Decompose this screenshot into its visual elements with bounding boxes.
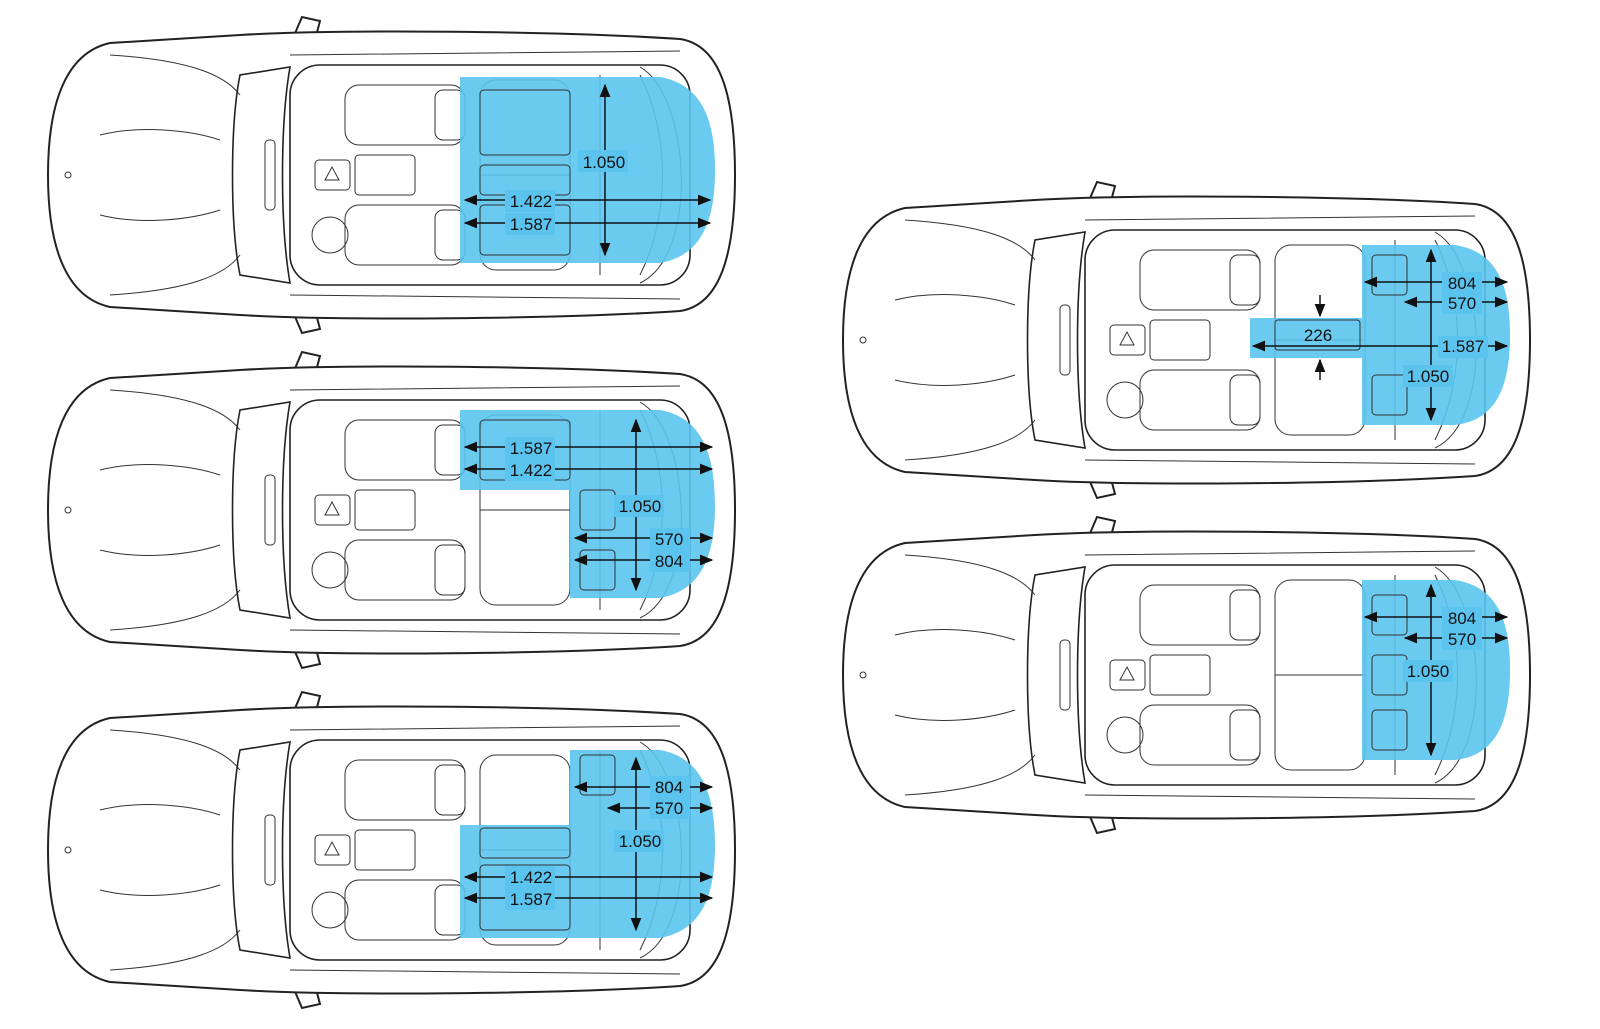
dimension-label: 570	[655, 799, 683, 818]
dimension-label: 570	[1448, 630, 1476, 649]
car3-labels: 804 570 1.050 1.422 1.587	[505, 776, 690, 910]
car2-labels: 1.587 1.422 1.050 570 804	[505, 437, 690, 572]
dimension-label: 226	[1304, 326, 1332, 345]
dimension-label: 804	[1448, 274, 1476, 293]
dimension-label: 570	[1448, 294, 1476, 313]
dimension-label: 1.587	[1442, 337, 1485, 356]
car1-labels: 1.050 1.422 1.587	[505, 150, 628, 235]
dimension-label: 570	[655, 530, 683, 549]
dimension-label: 1.587	[510, 890, 553, 909]
dimension-label: 1.050	[619, 497, 662, 516]
dimension-label: 1.050	[583, 153, 626, 172]
dimension-label: 804	[1448, 609, 1476, 628]
dimension-label: 1.050	[1407, 662, 1450, 681]
car-diagram-all-seats-folded	[47, 16, 736, 334]
dimension-label: 1.422	[510, 461, 553, 480]
dimension-label: 1.422	[510, 868, 553, 887]
dimension-label: 1.587	[510, 215, 553, 234]
dimension-label: 804	[655, 778, 683, 797]
dimension-label: 804	[655, 552, 683, 571]
car-diagram-center-through-loading	[842, 181, 1531, 499]
car4-labels: 804 570 226 1.587 1.050	[1304, 272, 1488, 387]
car5-labels: 804 570 1.050	[1403, 607, 1482, 682]
dimension-label: 1.050	[1407, 367, 1450, 386]
dimension-label: 1.050	[619, 832, 662, 851]
dimension-label: 1.422	[510, 192, 553, 211]
dimension-label: 1.587	[510, 439, 553, 458]
